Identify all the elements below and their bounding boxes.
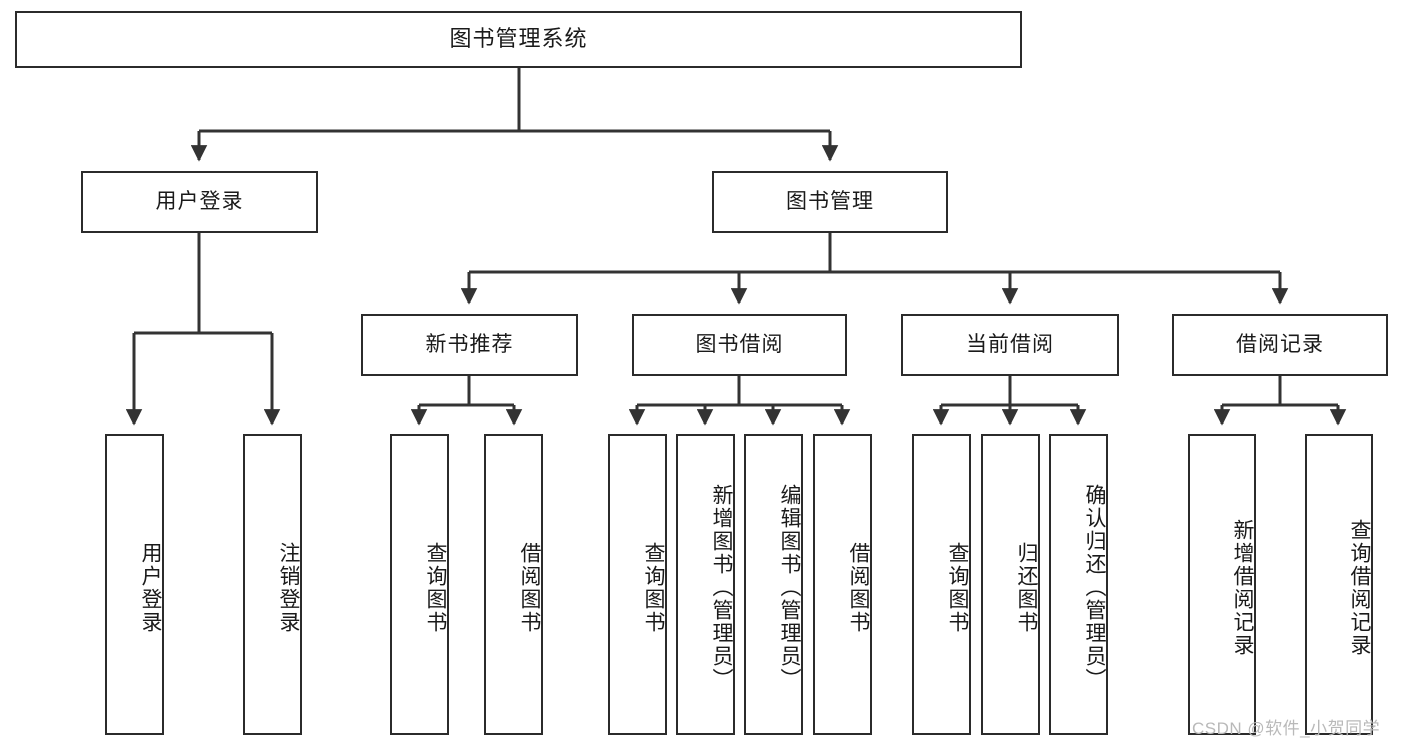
node-label: 注销登录 xyxy=(277,541,300,634)
node-book-borrow[interactable]: 图书借阅 xyxy=(632,314,847,376)
node-label: 图书借阅 xyxy=(695,333,784,357)
leaf-borrow-book-borrow[interactable]: 借阅图书 xyxy=(813,434,872,735)
leaf-logout-login[interactable]: 注销登录 xyxy=(243,434,302,735)
node-label: 查询借阅记录 xyxy=(1348,518,1371,657)
node-label: 新增图书（管理员） xyxy=(710,484,733,691)
node-user-login[interactable]: 用户登录 xyxy=(81,171,318,233)
node-label: 当前借阅 xyxy=(966,333,1054,357)
leaf-borrow-book-new-book[interactable]: 借阅图书 xyxy=(484,434,543,735)
node-new-book-recommend[interactable]: 新书推荐 xyxy=(361,314,578,376)
leaf-user-login[interactable]: 用户登录 xyxy=(105,434,164,735)
node-label: 查询图书 xyxy=(642,541,665,634)
node-label: 用户登录 xyxy=(139,541,162,634)
node-book-management[interactable]: 图书管理 xyxy=(712,171,948,233)
node-label: 图书管理 xyxy=(786,190,874,214)
leaf-query-book-new-book[interactable]: 查询图书 xyxy=(390,434,449,735)
node-borrow-record[interactable]: 借阅记录 xyxy=(1172,314,1388,376)
leaf-return-book[interactable]: 归还图书 xyxy=(981,434,1040,735)
node-current-borrow[interactable]: 当前借阅 xyxy=(901,314,1119,376)
leaf-query-book-current[interactable]: 查询图书 xyxy=(912,434,971,735)
csdn-watermark: CSDN @软件_小贺同学 xyxy=(1192,719,1381,738)
node-label: 确认归还（管理员） xyxy=(1083,484,1106,691)
leaf-query-book-borrow[interactable]: 查询图书 xyxy=(608,434,667,735)
leaf-confirm-return-admin[interactable]: 确认归还（管理员） xyxy=(1049,434,1108,735)
node-label: 归还图书 xyxy=(1015,541,1038,634)
leaf-add-borrow-record[interactable]: 新增借阅记录 xyxy=(1188,434,1256,735)
node-label: 查询图书 xyxy=(424,541,447,634)
node-label: 借阅图书 xyxy=(847,541,870,634)
node-label: 新书推荐 xyxy=(425,333,514,357)
leaf-add-book-admin[interactable]: 新增图书（管理员） xyxy=(676,434,735,735)
node-label: 用户登录 xyxy=(155,190,244,214)
leaf-edit-book-admin[interactable]: 编辑图书（管理员） xyxy=(744,434,803,735)
node-root-book-management-system[interactable]: 图书管理系统 xyxy=(15,11,1022,68)
node-label: 编辑图书（管理员） xyxy=(778,484,801,691)
node-label: 新增借阅记录 xyxy=(1231,518,1254,657)
node-label: 借阅记录 xyxy=(1236,333,1324,357)
leaf-query-borrow-record[interactable]: 查询借阅记录 xyxy=(1305,434,1373,735)
node-label: 图书管理系统 xyxy=(449,26,588,52)
node-label: 借阅图书 xyxy=(518,541,541,634)
node-label: 查询图书 xyxy=(946,541,969,634)
